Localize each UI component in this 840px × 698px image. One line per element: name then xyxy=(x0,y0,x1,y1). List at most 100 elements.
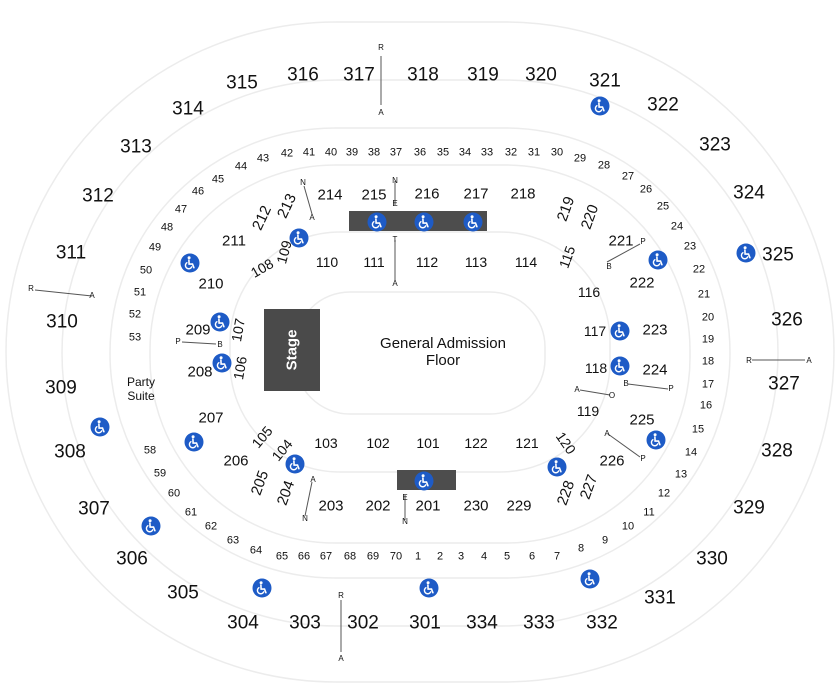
section-216[interactable]: 216 xyxy=(414,187,439,202)
section-1[interactable]: 1 xyxy=(415,551,421,563)
section-36[interactable]: 36 xyxy=(414,147,426,159)
section-45[interactable]: 45 xyxy=(212,174,224,186)
section-210[interactable]: 210 xyxy=(198,277,223,292)
section-67[interactable]: 67 xyxy=(320,551,332,563)
section-215[interactable]: 215 xyxy=(361,188,386,203)
section-9[interactable]: 9 xyxy=(602,535,608,547)
section-207[interactable]: 207 xyxy=(198,411,223,426)
section-212[interactable]: 212 xyxy=(249,203,275,233)
section-4[interactable]: 4 xyxy=(481,551,487,563)
section-313[interactable]: 313 xyxy=(120,138,152,157)
section-332[interactable]: 332 xyxy=(586,614,618,633)
section-32[interactable]: 32 xyxy=(505,147,517,159)
section-38[interactable]: 38 xyxy=(368,147,380,159)
section-320[interactable]: 320 xyxy=(525,66,557,85)
section-20[interactable]: 20 xyxy=(702,312,714,324)
section-59[interactable]: 59 xyxy=(154,468,166,480)
section-323[interactable]: 323 xyxy=(699,136,731,155)
section-17[interactable]: 17 xyxy=(702,379,714,391)
section-49[interactable]: 49 xyxy=(149,242,161,254)
section-34[interactable]: 34 xyxy=(459,147,471,159)
section-23[interactable]: 23 xyxy=(684,241,696,253)
section-24[interactable]: 24 xyxy=(671,221,683,233)
section-18[interactable]: 18 xyxy=(702,356,714,368)
section-28[interactable]: 28 xyxy=(598,160,610,172)
section-333[interactable]: 333 xyxy=(523,614,555,633)
section-53[interactable]: 53 xyxy=(129,332,141,344)
section-221[interactable]: 221 xyxy=(608,234,633,249)
section-11[interactable]: 11 xyxy=(643,507,654,519)
section-68[interactable]: 68 xyxy=(344,551,356,563)
section-37[interactable]: 37 xyxy=(390,147,402,159)
section-2[interactable]: 2 xyxy=(437,551,443,563)
section-27[interactable]: 27 xyxy=(622,171,634,183)
section-211[interactable]: 211 xyxy=(222,234,246,249)
section-334[interactable]: 334 xyxy=(466,614,498,633)
section-110[interactable]: 110 xyxy=(316,255,338,269)
section-10[interactable]: 10 xyxy=(622,521,634,533)
section-44[interactable]: 44 xyxy=(235,161,247,173)
section-112[interactable]: 112 xyxy=(416,255,438,269)
section-120[interactable]: 120 xyxy=(553,429,580,457)
section-329[interactable]: 329 xyxy=(733,499,765,518)
section-327[interactable]: 327 xyxy=(768,375,800,394)
section-203[interactable]: 203 xyxy=(318,499,343,514)
section-306[interactable]: 306 xyxy=(116,550,148,569)
section-118[interactable]: 118 xyxy=(585,361,607,375)
section-47[interactable]: 47 xyxy=(175,204,187,216)
section-229[interactable]: 229 xyxy=(506,499,531,514)
section-107[interactable]: 107 xyxy=(226,317,249,343)
section-305[interactable]: 305 xyxy=(167,584,199,603)
section-26[interactable]: 26 xyxy=(640,184,652,196)
section-116[interactable]: 116 xyxy=(578,285,600,299)
section-66[interactable]: 66 xyxy=(298,551,310,563)
section-228[interactable]: 228 xyxy=(553,478,579,507)
section-43[interactable]: 43 xyxy=(257,153,269,165)
section-316[interactable]: 316 xyxy=(287,66,319,85)
section-314[interactable]: 314 xyxy=(172,100,204,119)
section-319[interactable]: 319 xyxy=(467,66,499,85)
section-226[interactable]: 226 xyxy=(599,454,624,469)
section-321[interactable]: 321 xyxy=(589,72,621,91)
section-213[interactable]: 213 xyxy=(274,191,300,221)
section-119[interactable]: 119 xyxy=(577,404,599,418)
section-317[interactable]: 317 xyxy=(343,66,375,85)
section-307[interactable]: 307 xyxy=(78,500,110,519)
section-224[interactable]: 224 xyxy=(642,363,667,378)
section-33[interactable]: 33 xyxy=(481,147,493,159)
section-102[interactable]: 102 xyxy=(366,436,389,450)
section-64[interactable]: 64 xyxy=(250,545,262,557)
section-40[interactable]: 40 xyxy=(325,147,337,159)
section-328[interactable]: 328 xyxy=(761,442,793,461)
section-48[interactable]: 48 xyxy=(161,222,173,234)
section-325[interactable]: 325 xyxy=(762,246,794,265)
section-205[interactable]: 205 xyxy=(247,468,273,497)
section-121[interactable]: 121 xyxy=(515,436,538,450)
section-208[interactable]: 208 xyxy=(187,365,212,380)
section-218[interactable]: 218 xyxy=(510,187,535,202)
section-42[interactable]: 42 xyxy=(281,148,293,160)
section-30[interactable]: 30 xyxy=(551,147,563,159)
section-331[interactable]: 331 xyxy=(644,589,676,608)
section-21[interactable]: 21 xyxy=(698,289,710,301)
section-14[interactable]: 14 xyxy=(685,447,697,459)
section-31[interactable]: 31 xyxy=(528,147,540,159)
section-312[interactable]: 312 xyxy=(82,187,114,206)
section-63[interactable]: 63 xyxy=(227,535,239,547)
section-330[interactable]: 330 xyxy=(696,550,728,569)
section-219[interactable]: 219 xyxy=(553,194,579,223)
section-209[interactable]: 209 xyxy=(185,323,210,338)
section-225[interactable]: 225 xyxy=(629,413,654,428)
section-201[interactable]: 201 xyxy=(415,499,440,514)
section-60[interactable]: 60 xyxy=(168,488,180,500)
section-106[interactable]: 106 xyxy=(228,355,251,381)
section-202[interactable]: 202 xyxy=(365,499,390,514)
section-3[interactable]: 3 xyxy=(458,551,464,563)
section-111[interactable]: 111 xyxy=(363,255,384,269)
section-217[interactable]: 217 xyxy=(463,187,488,202)
section-223[interactable]: 223 xyxy=(642,323,667,338)
section-25[interactable]: 25 xyxy=(657,201,669,213)
section-6[interactable]: 6 xyxy=(529,551,535,563)
section-51[interactable]: 51 xyxy=(134,287,146,299)
section-70[interactable]: 70 xyxy=(390,551,402,563)
